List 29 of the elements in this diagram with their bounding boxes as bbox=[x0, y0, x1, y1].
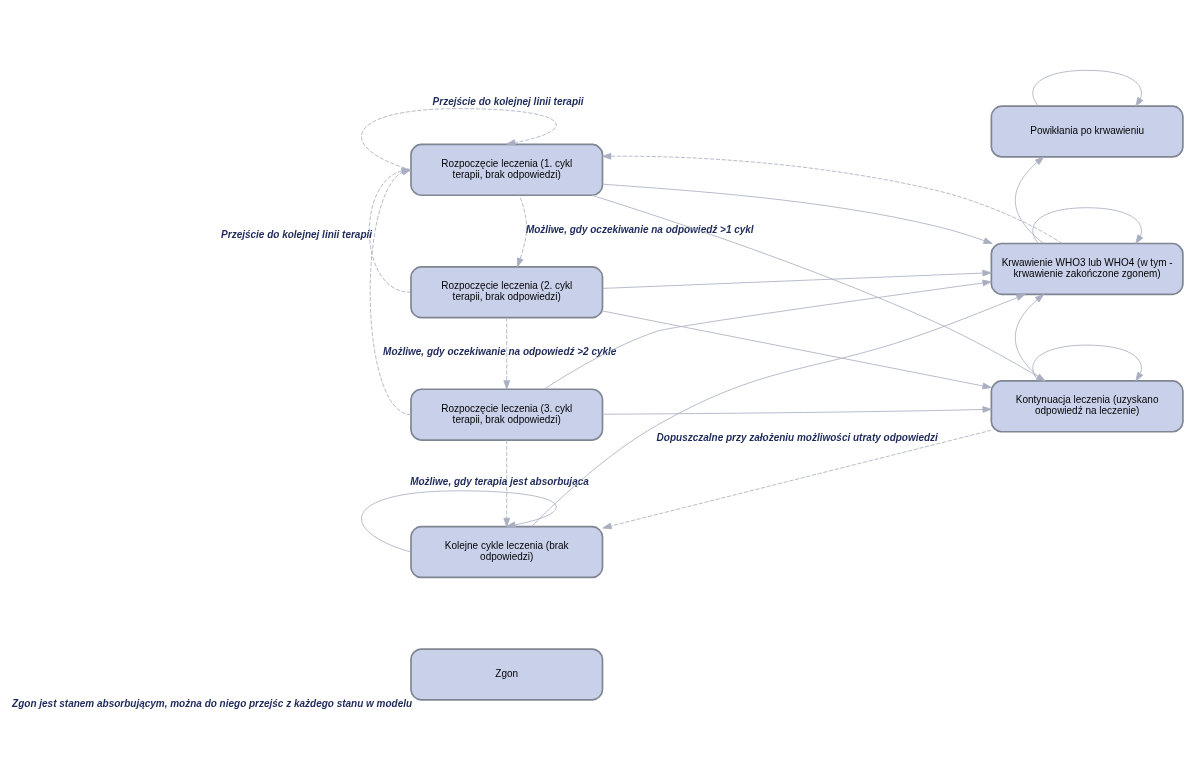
arrow bbox=[1032, 207, 1144, 244]
arrow bbox=[531, 294, 1026, 527]
arrow bbox=[1015, 156, 1045, 244]
node-label: Zgon jest stanem absorbującym, można do niego przejśc z każdego stanu w modelu bbox=[12, 698, 413, 710]
node-box: Rozpoczęcie leczenia (1. cykl terapii, brak odpowiedzi) bbox=[410, 143, 604, 197]
arrow bbox=[602, 183, 993, 244]
edge-label: Dopuszczalne przy założeniu możliwości utraty odpowiedzi bbox=[656, 431, 938, 443]
edge-label: Przejście do kolejnej linii terapii bbox=[432, 95, 584, 107]
node-box: Rozpoczęcie leczenia (3. cykl terapii, brak odpowiedzi) bbox=[410, 388, 604, 441]
arrow bbox=[503, 439, 511, 527]
arrow bbox=[503, 317, 511, 390]
arrow bbox=[602, 406, 992, 415]
arrow bbox=[602, 152, 1063, 244]
edge-label: Możliwe, gdy oczekiwanie na odpowiedź >1 cykl bbox=[525, 224, 754, 236]
arrow bbox=[543, 279, 992, 390]
edge-label: Możliwe, gdy oczekiwanie na odpowiedź >2 cykle bbox=[383, 346, 617, 358]
arrow bbox=[602, 429, 992, 530]
arrow bbox=[602, 269, 992, 289]
arrow bbox=[1032, 69, 1144, 107]
node-box: Krwawienie WHO3 lub WHO4 (w tym - krwawienie zakończone zgonem) bbox=[990, 242, 1184, 296]
node-box: Powikłania po krwawieniu bbox=[990, 105, 1184, 158]
edge-label: Przejście do kolejnej linii terapii bbox=[221, 229, 373, 241]
arrow bbox=[517, 195, 527, 268]
node-box: Rozpoczęcie leczenia (2. cykl terapii, brak odpowiedzi) bbox=[410, 266, 604, 319]
node-box: Kontynuacja leczenia (uzyskano odpowiedź na leczenie) bbox=[990, 380, 1184, 433]
node-box: Kolejne cykle leczenia (brak odpowiedzi) bbox=[410, 525, 604, 579]
arrow bbox=[602, 310, 992, 390]
edge-label: Możliwe, gdy terapia jest absorbująca bbox=[410, 476, 589, 488]
node-box: Zgon bbox=[410, 648, 604, 701]
